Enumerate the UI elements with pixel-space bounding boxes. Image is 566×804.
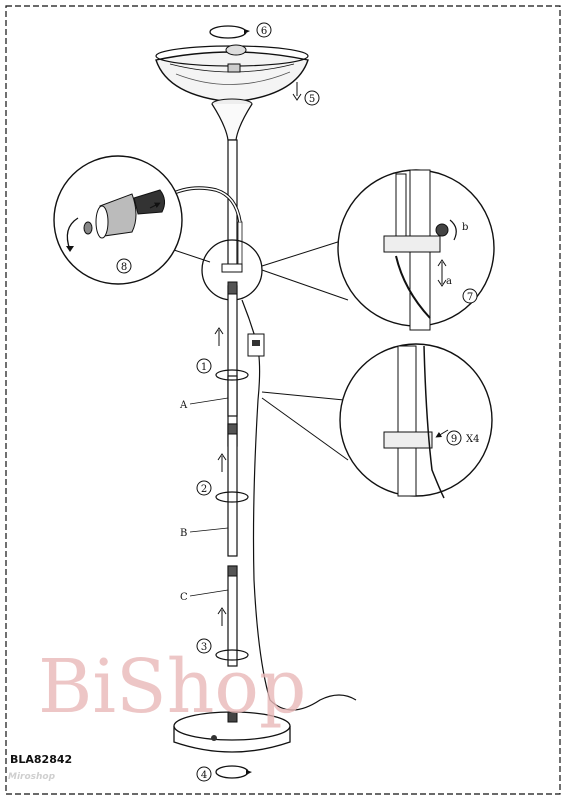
product-code: BLA82842	[10, 753, 72, 766]
segment-a	[190, 328, 248, 416]
part-b-label: B	[180, 528, 187, 539]
rotate-arrow-6	[210, 26, 250, 38]
step-1-label: 1	[201, 362, 207, 373]
step-8-label: 8	[121, 262, 127, 273]
top-connector	[228, 286, 237, 446]
part-c-label: C	[180, 592, 188, 603]
detail-a-label: a	[446, 276, 452, 287]
detail-b-label: b	[462, 222, 468, 233]
step-2-label: 2	[201, 484, 207, 495]
quantity-label: X4	[466, 434, 479, 445]
leader-9	[262, 392, 344, 400]
bowl-shade	[156, 45, 308, 102]
watermark-sub: Miroshop	[8, 772, 55, 782]
step-7-label: 7	[467, 292, 473, 303]
step-5-label: 5	[309, 94, 315, 105]
watermark-brand: BiShop	[38, 644, 306, 730]
cup	[212, 99, 252, 140]
detail-circle-bulb	[54, 156, 210, 284]
leader-7	[262, 240, 344, 266]
leader-9b	[262, 398, 348, 460]
step-4-label: 4	[201, 770, 207, 781]
step-3-label: 3	[201, 642, 207, 653]
thread-top	[228, 282, 237, 294]
watermark: BiShop	[38, 644, 306, 730]
junction-clip	[222, 264, 242, 272]
step-6-label: 6	[261, 26, 267, 37]
step-9-label: 9	[451, 434, 457, 445]
leader-7b	[262, 270, 348, 300]
down-arrow-5	[293, 82, 301, 100]
part-a-label: A	[179, 400, 188, 411]
rotate-arrow-4	[216, 766, 252, 778]
detail-circle-clip	[338, 170, 494, 330]
detail-circle-cable-clip	[340, 344, 492, 498]
